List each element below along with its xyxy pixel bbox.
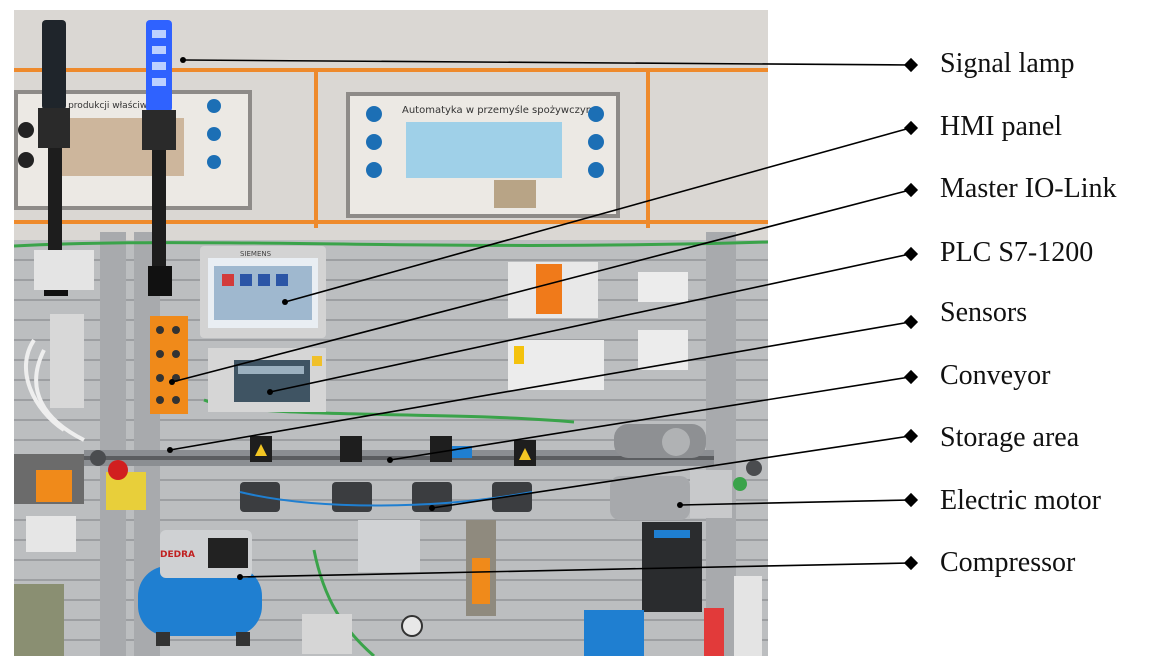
compressor: DEDRA: [138, 530, 262, 646]
label-electric-motor: Electric motor: [940, 485, 1101, 516]
leader-line-hmi-panel: [284, 127, 911, 303]
leader-line-signal-lamp: [182, 59, 911, 66]
poster-left-title: Linia produkcji właściwej: [44, 100, 155, 111]
poster-right-title: Automatyka w przemyśle spożywczym: [402, 104, 595, 116]
test-bench-photo: Linia produkcji właściwej Automatyka w p…: [14, 10, 768, 656]
leader-line-storage-area: [431, 435, 911, 509]
label-signal-lamp: Signal lamp: [940, 48, 1075, 79]
storage-bins: [239, 482, 533, 512]
leader-line-conveyor: [389, 376, 911, 461]
label-conveyor: Conveyor: [940, 360, 1051, 391]
poster-right: Automatyka w przemyśle spożywczym: [346, 92, 620, 218]
label-master-io-link: Master IO-Link: [940, 173, 1117, 204]
label-storage-area: Storage area: [940, 422, 1080, 453]
signal-lamp-right: [142, 20, 176, 296]
master-io-link: [150, 316, 188, 414]
label-compressor: Compressor: [940, 547, 1076, 578]
leader-line-compressor: [239, 562, 911, 578]
leader-line-plc: [269, 253, 911, 393]
orange-trim: [14, 68, 768, 72]
compressor-brand: DEDRA: [160, 550, 195, 560]
electric-motor: [610, 470, 747, 612]
plc: [208, 348, 326, 412]
leader-line-electric-motor: [679, 499, 911, 506]
conveyor-sensors: [250, 436, 536, 466]
hmi-brand: SIEMENS: [240, 250, 272, 258]
leader-line-sensors: [169, 321, 911, 451]
label-plc: PLC S7-1200: [940, 237, 1094, 268]
label-sensors: Sensors: [940, 297, 1028, 328]
label-hmi-panel: HMI panel: [940, 111, 1063, 142]
leader-line-master-io-link: [171, 189, 911, 383]
hmi-panel: SIEMENS: [200, 246, 326, 338]
